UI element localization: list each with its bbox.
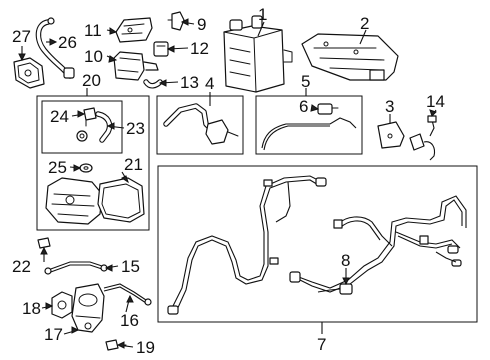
callout-6: 6 xyxy=(299,97,308,116)
callout-26: 26 xyxy=(58,33,77,52)
callout-numbers: 1 2 3 4 5 6 7 8 9 10 11 12 13 14 15 16 1… xyxy=(12,5,445,357)
part-14-sensor xyxy=(409,115,437,161)
part-24-fitting xyxy=(83,107,97,127)
callout-20: 20 xyxy=(82,71,101,90)
callout-19: 19 xyxy=(136,338,155,357)
callout-1: 1 xyxy=(258,5,267,24)
callout-11: 11 xyxy=(84,21,102,40)
part-27-bracket xyxy=(13,57,45,89)
part-9-connector xyxy=(167,11,185,31)
callout-14: 14 xyxy=(426,92,445,111)
callout-16: 16 xyxy=(120,311,139,330)
part-21-gasket xyxy=(97,177,145,223)
part-1-canister xyxy=(223,15,293,93)
part-3-plate xyxy=(377,121,405,149)
part-8-clip xyxy=(317,283,353,295)
part-12-clip xyxy=(153,41,169,57)
part-23-hose xyxy=(95,111,113,143)
part-19-bolt xyxy=(105,339,127,351)
callout-23: 23 xyxy=(126,119,145,138)
part-4-hose xyxy=(163,103,239,145)
callout-24: 24 xyxy=(50,107,69,126)
part-2-shield xyxy=(301,33,399,81)
callout-10: 10 xyxy=(84,47,103,66)
callout-3: 3 xyxy=(385,97,394,116)
callout-18: 18 xyxy=(22,299,41,318)
part-11-bracket xyxy=(115,17,153,43)
part-grommet xyxy=(76,130,88,142)
leader-arrowheads xyxy=(18,18,437,349)
callout-5: 5 xyxy=(301,72,310,91)
part-7-hose-assembly xyxy=(167,175,467,315)
part-13-hose xyxy=(143,79,163,89)
part-10-solenoid xyxy=(113,51,159,81)
callout-13: 13 xyxy=(180,73,199,92)
callout-4: 4 xyxy=(205,74,214,93)
group-box-4 xyxy=(156,95,244,155)
group-box-5 xyxy=(255,95,363,155)
part-6-sensor xyxy=(317,103,339,115)
callout-17: 17 xyxy=(44,325,63,344)
callout-8: 8 xyxy=(341,251,350,270)
callout-22: 22 xyxy=(12,257,31,276)
part-16-tube xyxy=(103,283,152,306)
part-17-valve xyxy=(71,283,105,333)
callout-12: 12 xyxy=(190,39,209,58)
callout-27: 27 xyxy=(12,27,31,46)
callout-25: 25 xyxy=(48,158,67,177)
callout-21: 21 xyxy=(124,155,143,174)
group-box-7 xyxy=(157,165,478,323)
callout-2: 2 xyxy=(360,14,369,33)
callout-9: 9 xyxy=(197,15,206,34)
callout-15: 15 xyxy=(121,257,140,276)
group-box-20 xyxy=(36,95,150,231)
part-26-hose xyxy=(35,17,75,79)
part-18-gasket xyxy=(51,291,73,319)
part-25-washer xyxy=(79,163,93,173)
part-20-cover xyxy=(45,177,103,225)
part-5-line xyxy=(261,117,357,151)
group-box-24-23 xyxy=(41,100,123,154)
callout-7: 7 xyxy=(317,335,326,354)
part-15-tube xyxy=(44,261,108,275)
